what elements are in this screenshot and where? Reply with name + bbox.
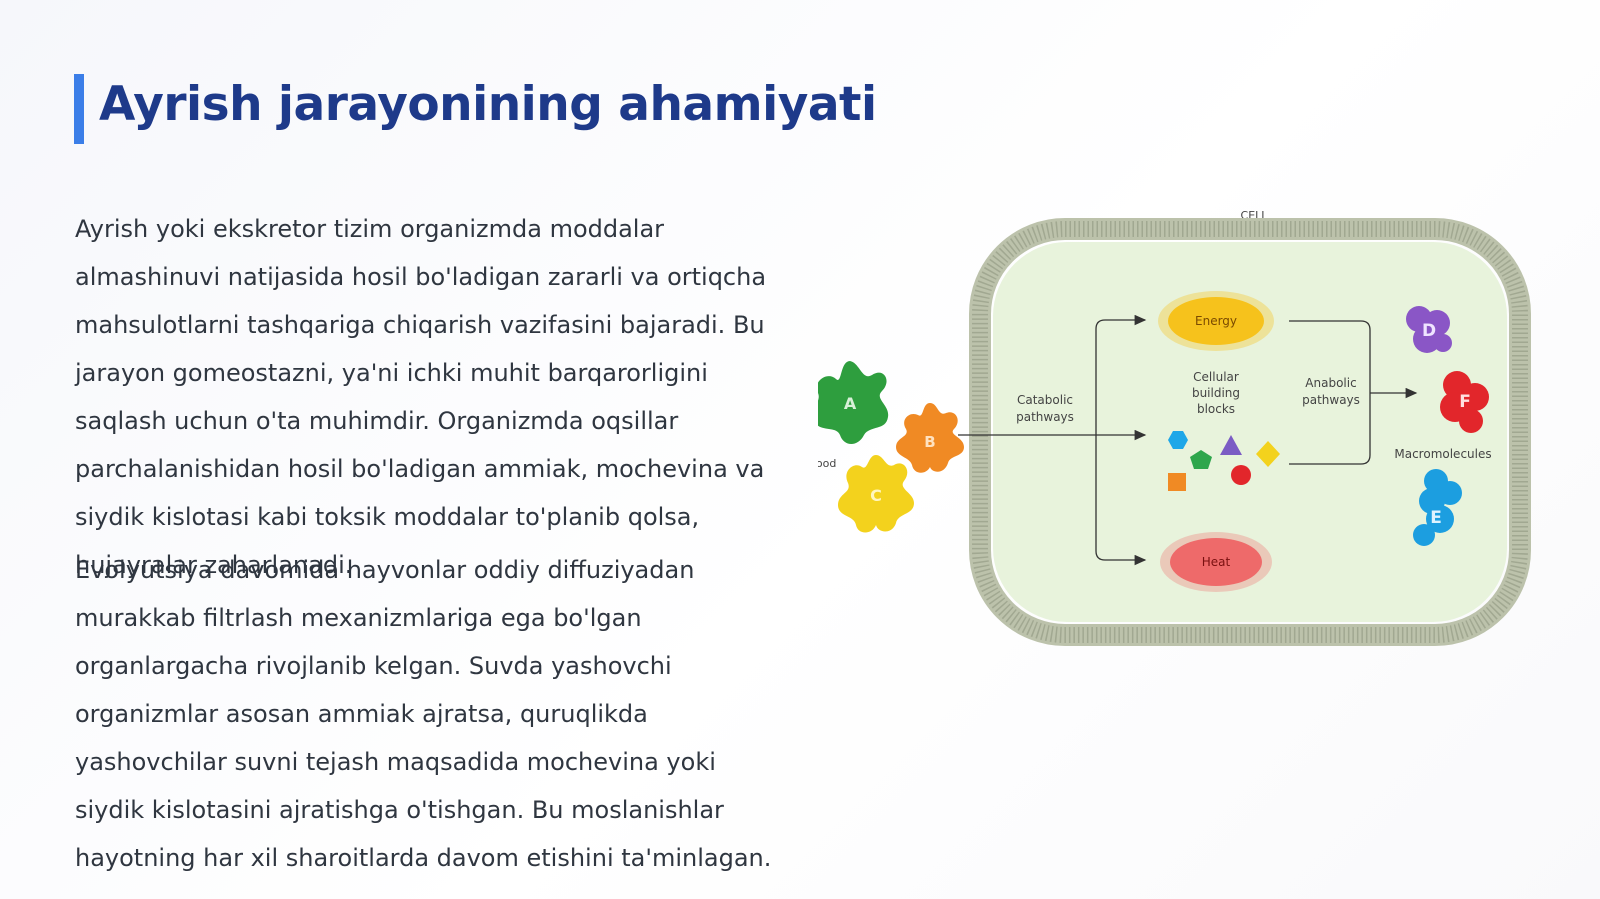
building-block-circle [1231,465,1251,485]
metabolism-diagram: CELL Food A C B Catabolic pathways [818,205,1558,665]
catabolic-branch-up [1095,314,1147,435]
macromolecule-d-label: D [1422,321,1436,341]
heat-burst: Heat [1160,532,1272,592]
cell-cytoplasm [993,242,1507,622]
anabolic-label-line1: Anabolic [1305,376,1356,390]
page-title: Ayrish jarayonining ahamiyati [99,77,877,132]
catabolic-label-line2: pathways [1016,410,1074,424]
building-blocks-label-line1: Cellular [1193,370,1239,384]
macromolecule-f: F [1440,371,1489,433]
heat-label: Heat [1202,555,1231,569]
paragraph-evolution: Evolyutsiya davomida hayvonlar oddiy dif… [75,556,772,872]
catabolic-branch-down [1095,435,1147,566]
food-particle-c: C [838,455,914,533]
catabolic-label-line1: Catabolic [1017,393,1073,407]
building-blocks-label-line2: building [1192,386,1240,400]
anabolic-label-line2: pathways [1302,393,1360,407]
building-block-square [1168,473,1186,491]
building-block-hexagon [1168,431,1188,449]
title-accent-bar [74,74,84,144]
building-block-pentagon [1190,450,1212,469]
paragraph-intro: Ayrish yoki ekskretor tizim organizmda m… [75,215,767,579]
energy-burst: Energy [1158,291,1274,351]
building-block-triangle [1220,435,1242,455]
macromolecule-e-label: E [1430,508,1442,528]
food-particle-a-label: A [844,394,857,413]
food-label: Food [818,457,836,470]
food-particle-b-label: B [924,433,935,451]
food-particle-a: A [818,361,889,444]
macromolecules-label: Macromolecules [1394,447,1491,461]
macromolecule-f-label: F [1459,392,1471,412]
building-block-diamond [1256,441,1280,467]
macromolecule-e: E [1413,469,1462,546]
building-blocks-label-line3: blocks [1197,402,1235,416]
metabolism-diagram-svg: CELL Food A C B Catabolic pathways [818,209,1531,646]
food-particle-b: B [896,403,964,473]
energy-label: Energy [1195,314,1237,328]
macromolecule-d: D [1406,306,1452,353]
cell-membrane-texture [972,221,1528,643]
food-particle-c-label: C [870,486,882,505]
